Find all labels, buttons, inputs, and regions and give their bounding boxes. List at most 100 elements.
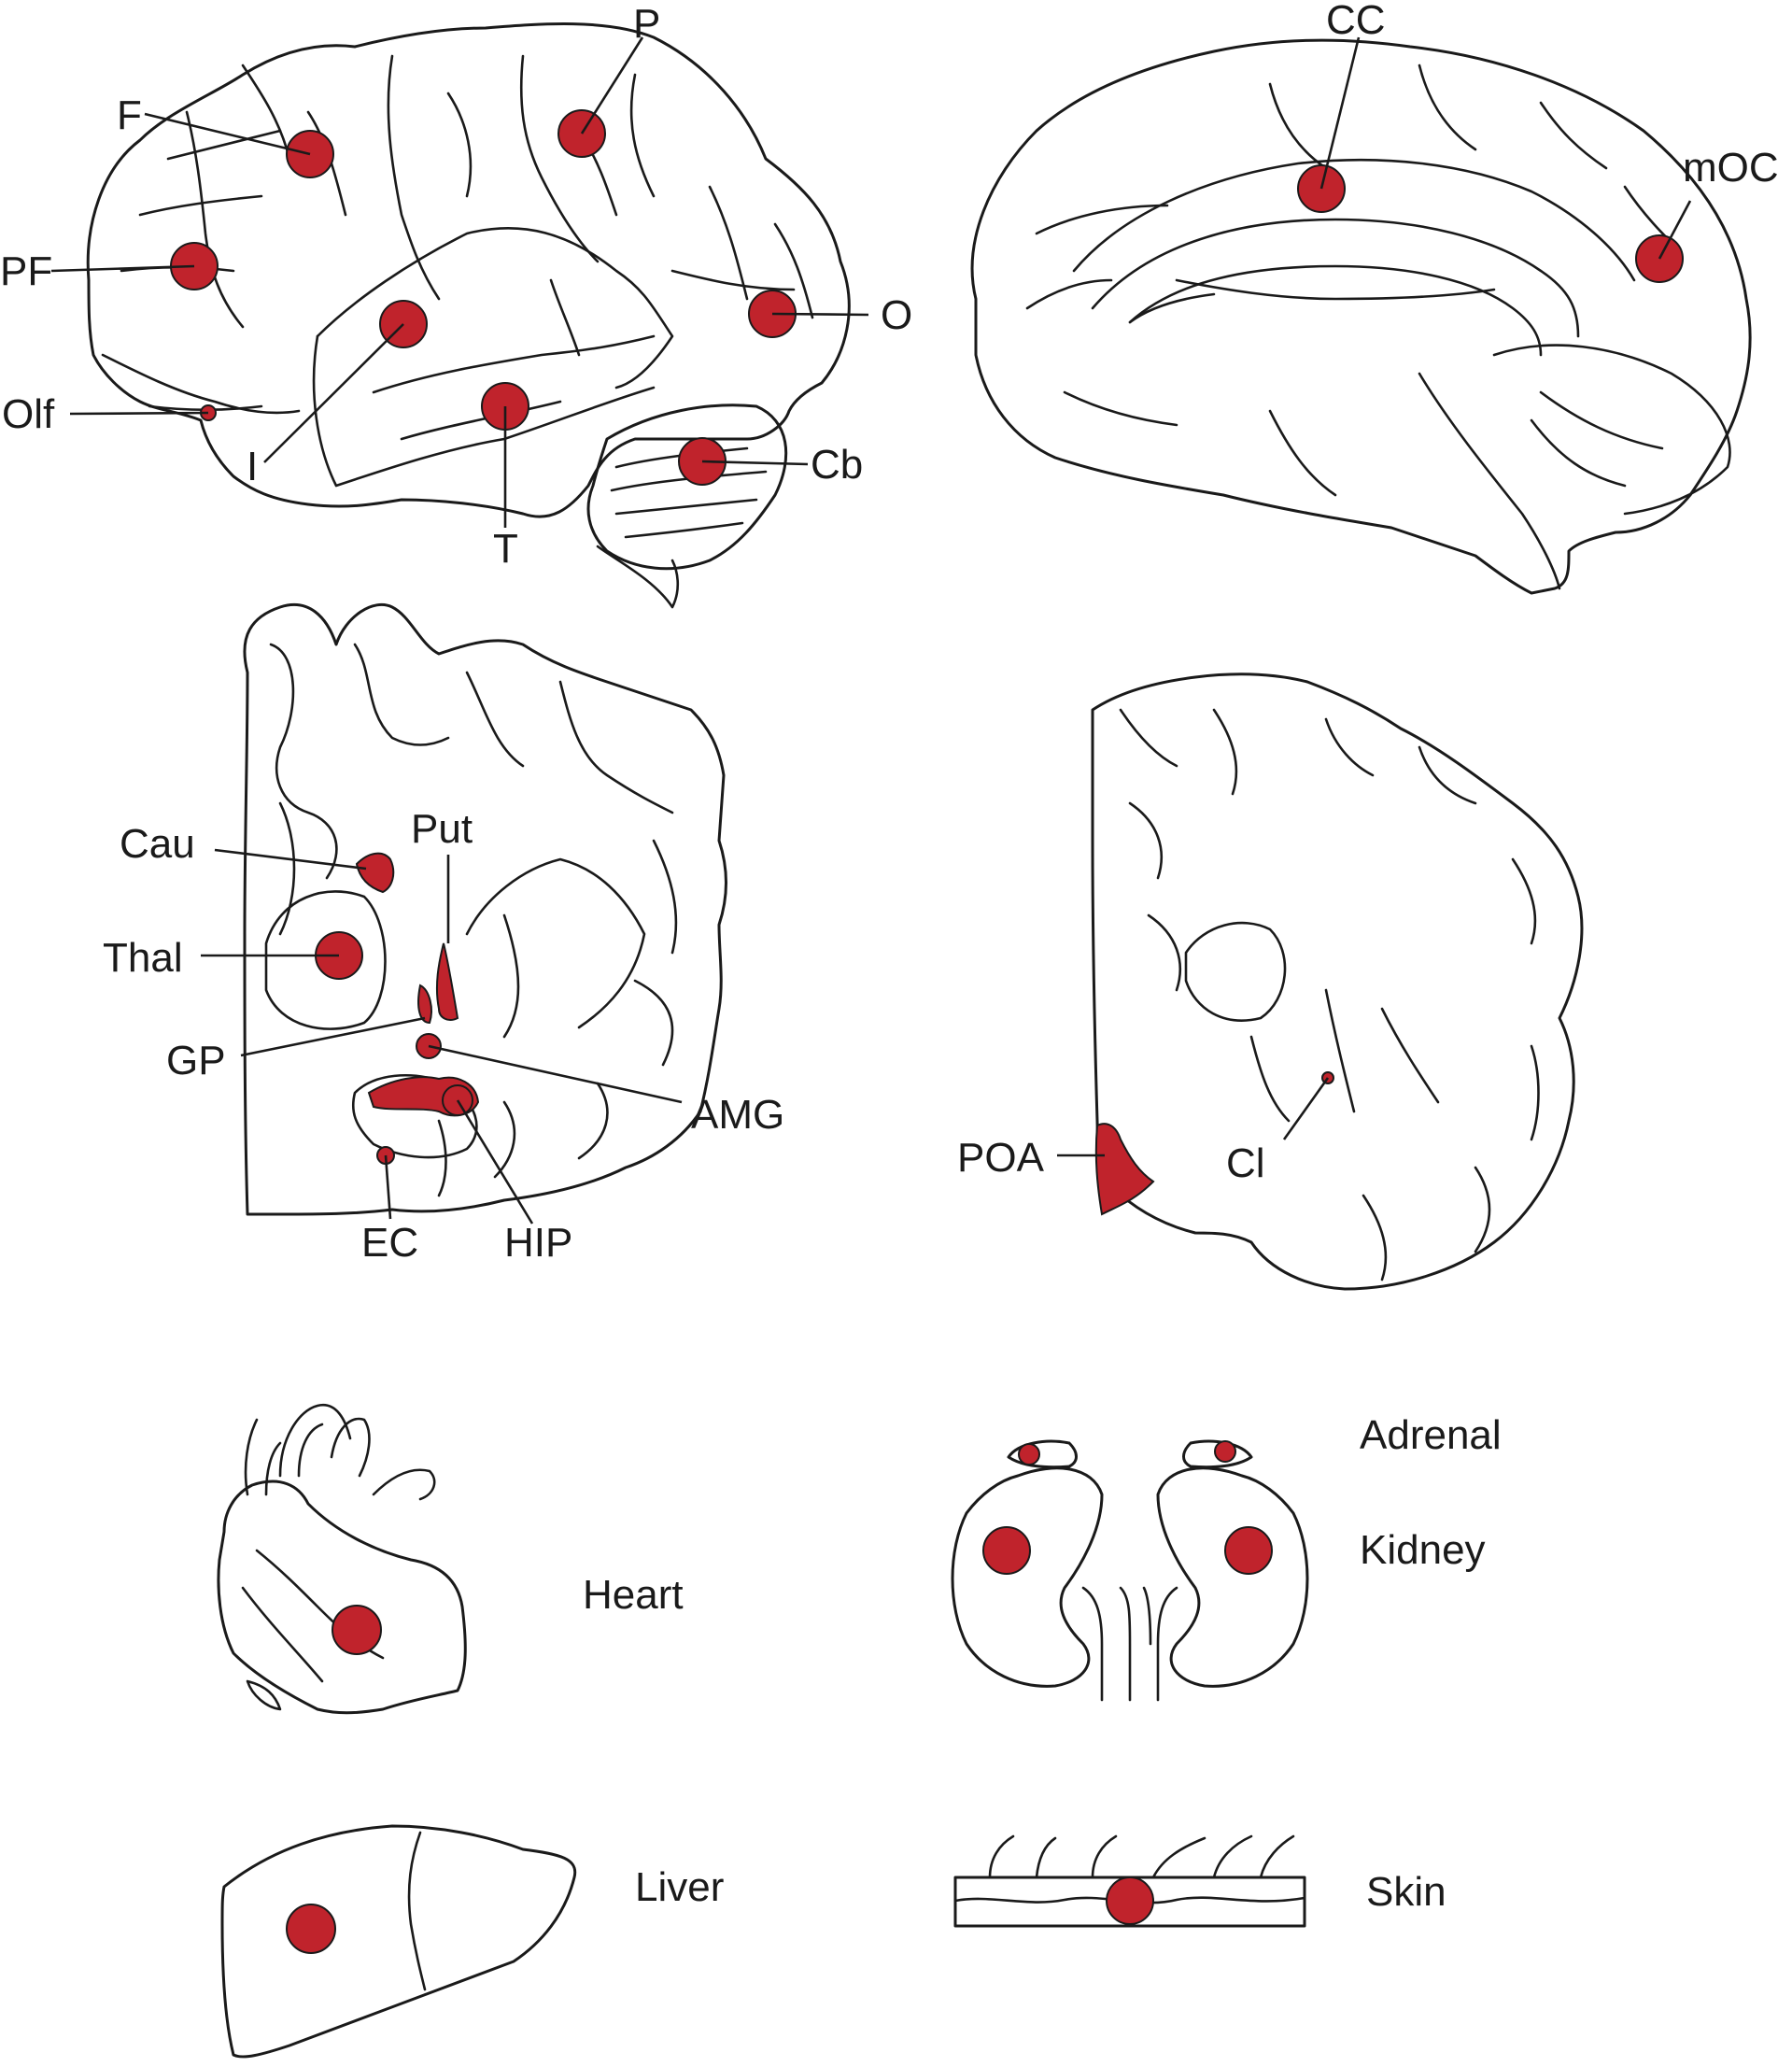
marker-putamen <box>435 942 459 1021</box>
marker-liver <box>286 1904 336 1954</box>
marker-skin <box>1106 1876 1154 1925</box>
label-kidney: Kidney <box>1360 1527 1486 1573</box>
leader-HIP <box>456 1099 534 1225</box>
corpus-callosum-outer <box>1091 218 1580 338</box>
coronal-2-ventricle <box>1184 921 1287 1022</box>
leader-AMG <box>428 1044 683 1104</box>
label-Olf: Olf <box>2 391 55 437</box>
leader-O <box>771 312 869 317</box>
leader-GP <box>240 1016 426 1057</box>
marker-right-adrenal <box>1214 1440 1236 1463</box>
coronal-1-leaders <box>201 848 683 1225</box>
coronal-1-temporal <box>351 1074 478 1159</box>
marker-preoptic-area <box>1094 1123 1155 1216</box>
medial-sulci <box>1025 64 1683 497</box>
coronal-1-inner <box>465 857 646 1039</box>
marker-heart <box>332 1605 382 1655</box>
label-EC: EC <box>361 1220 418 1266</box>
label-skin: Skin <box>1366 1869 1446 1915</box>
label-O: O <box>881 292 912 338</box>
brainstem-medial <box>1418 372 1561 590</box>
coronal-section-1 <box>243 602 727 1216</box>
frontal-sulcus-2 <box>185 110 245 329</box>
label-GP: GP <box>166 1038 226 1083</box>
coronal-2-inner <box>1249 988 1440 1123</box>
brainstem-outline <box>596 545 680 609</box>
left-adrenal-outline <box>1007 1439 1078 1469</box>
lateral-labels: F P PF O Olf I T Cb <box>0 1 912 572</box>
coronal-1-markers <box>315 852 480 1165</box>
leader-Olf <box>69 411 209 416</box>
frontal-underside <box>101 353 301 415</box>
coronal-2-gyri <box>1119 708 1540 1281</box>
leader-Cl <box>1282 1077 1330 1140</box>
leader-I <box>263 323 404 463</box>
heart-vessels <box>244 1418 436 1501</box>
heart-aorta <box>278 1403 371 1478</box>
label-adrenal: Adrenal <box>1360 1412 1502 1458</box>
coronal-2-leaders <box>1057 1077 1330 1157</box>
medial-brain-outline <box>970 38 1752 595</box>
heart-apex <box>246 1679 282 1711</box>
medial-labels: CC mOC <box>1326 0 1779 191</box>
label-Cl: Cl <box>1226 1140 1265 1186</box>
coronal-1-ventricle <box>264 890 387 1030</box>
label-Cb: Cb <box>811 442 863 488</box>
label-F: F <box>117 92 142 138</box>
coronal-1-labels: Cau Put Thal GP AMG EC HIP <box>103 806 784 1266</box>
parietal-sulcus <box>519 54 656 263</box>
leader-mOC <box>1658 200 1692 260</box>
coronal-2-outline <box>1091 672 1584 1291</box>
label-CC: CC <box>1326 0 1386 43</box>
central-sulcus <box>387 54 441 301</box>
label-Cau: Cau <box>120 821 195 867</box>
liver-lobe-divider <box>407 1831 427 1991</box>
temporal-sulcus <box>372 334 656 441</box>
label-HIP: HIP <box>504 1220 572 1266</box>
liver-drawing <box>220 1824 577 2059</box>
label-PF: PF <box>0 248 52 294</box>
coronal-2-markers <box>1094 1071 1334 1216</box>
marker-caudate <box>355 852 395 894</box>
liver-outline <box>220 1824 577 2059</box>
label-mOC: mOC <box>1683 145 1779 191</box>
label-I: I <box>247 444 258 489</box>
marker-left-kidney <box>982 1526 1031 1575</box>
label-P: P <box>633 1 660 47</box>
lateral-leaders <box>50 36 869 528</box>
corpus-callosum-inner <box>1128 264 1543 357</box>
lateral-brain-outline <box>86 22 851 518</box>
left-kidney-outline <box>951 1466 1104 1688</box>
corpus-callosum-body <box>1128 278 1496 324</box>
cerebellum-medial <box>1492 344 1731 516</box>
coronal-1-gyri <box>269 643 678 1197</box>
leader-P <box>580 36 644 134</box>
cingulate-sulcus <box>1072 158 1636 282</box>
label-heart: Heart <box>583 1572 684 1618</box>
label-liver: Liver <box>635 1864 724 1910</box>
marker-right-kidney <box>1224 1526 1273 1575</box>
leader-EC <box>384 1154 392 1220</box>
cerebellum-outline <box>586 403 788 571</box>
kidneys-drawing <box>951 1439 1309 1702</box>
cerebellum-folia <box>610 446 768 539</box>
leader-Cb <box>701 460 809 466</box>
label-T: T <box>493 526 518 572</box>
medial-leaders <box>1319 36 1692 260</box>
lateral-markers <box>170 109 797 486</box>
ureters <box>1081 1586 1178 1702</box>
label-POA: POA <box>957 1135 1045 1181</box>
heart-outline <box>217 1479 467 1715</box>
medial-brain-view <box>970 38 1752 595</box>
coronal-section-2 <box>1091 672 1584 1291</box>
marker-left-adrenal <box>1018 1443 1040 1465</box>
leader-F <box>144 112 311 156</box>
coronal-1-outline <box>243 602 727 1216</box>
label-Thal: Thal <box>103 935 183 981</box>
leader-CC <box>1319 36 1361 190</box>
leader-Cau <box>214 848 367 871</box>
skin-hairs <box>988 1834 1295 1879</box>
label-AMG: AMG <box>691 1092 784 1138</box>
